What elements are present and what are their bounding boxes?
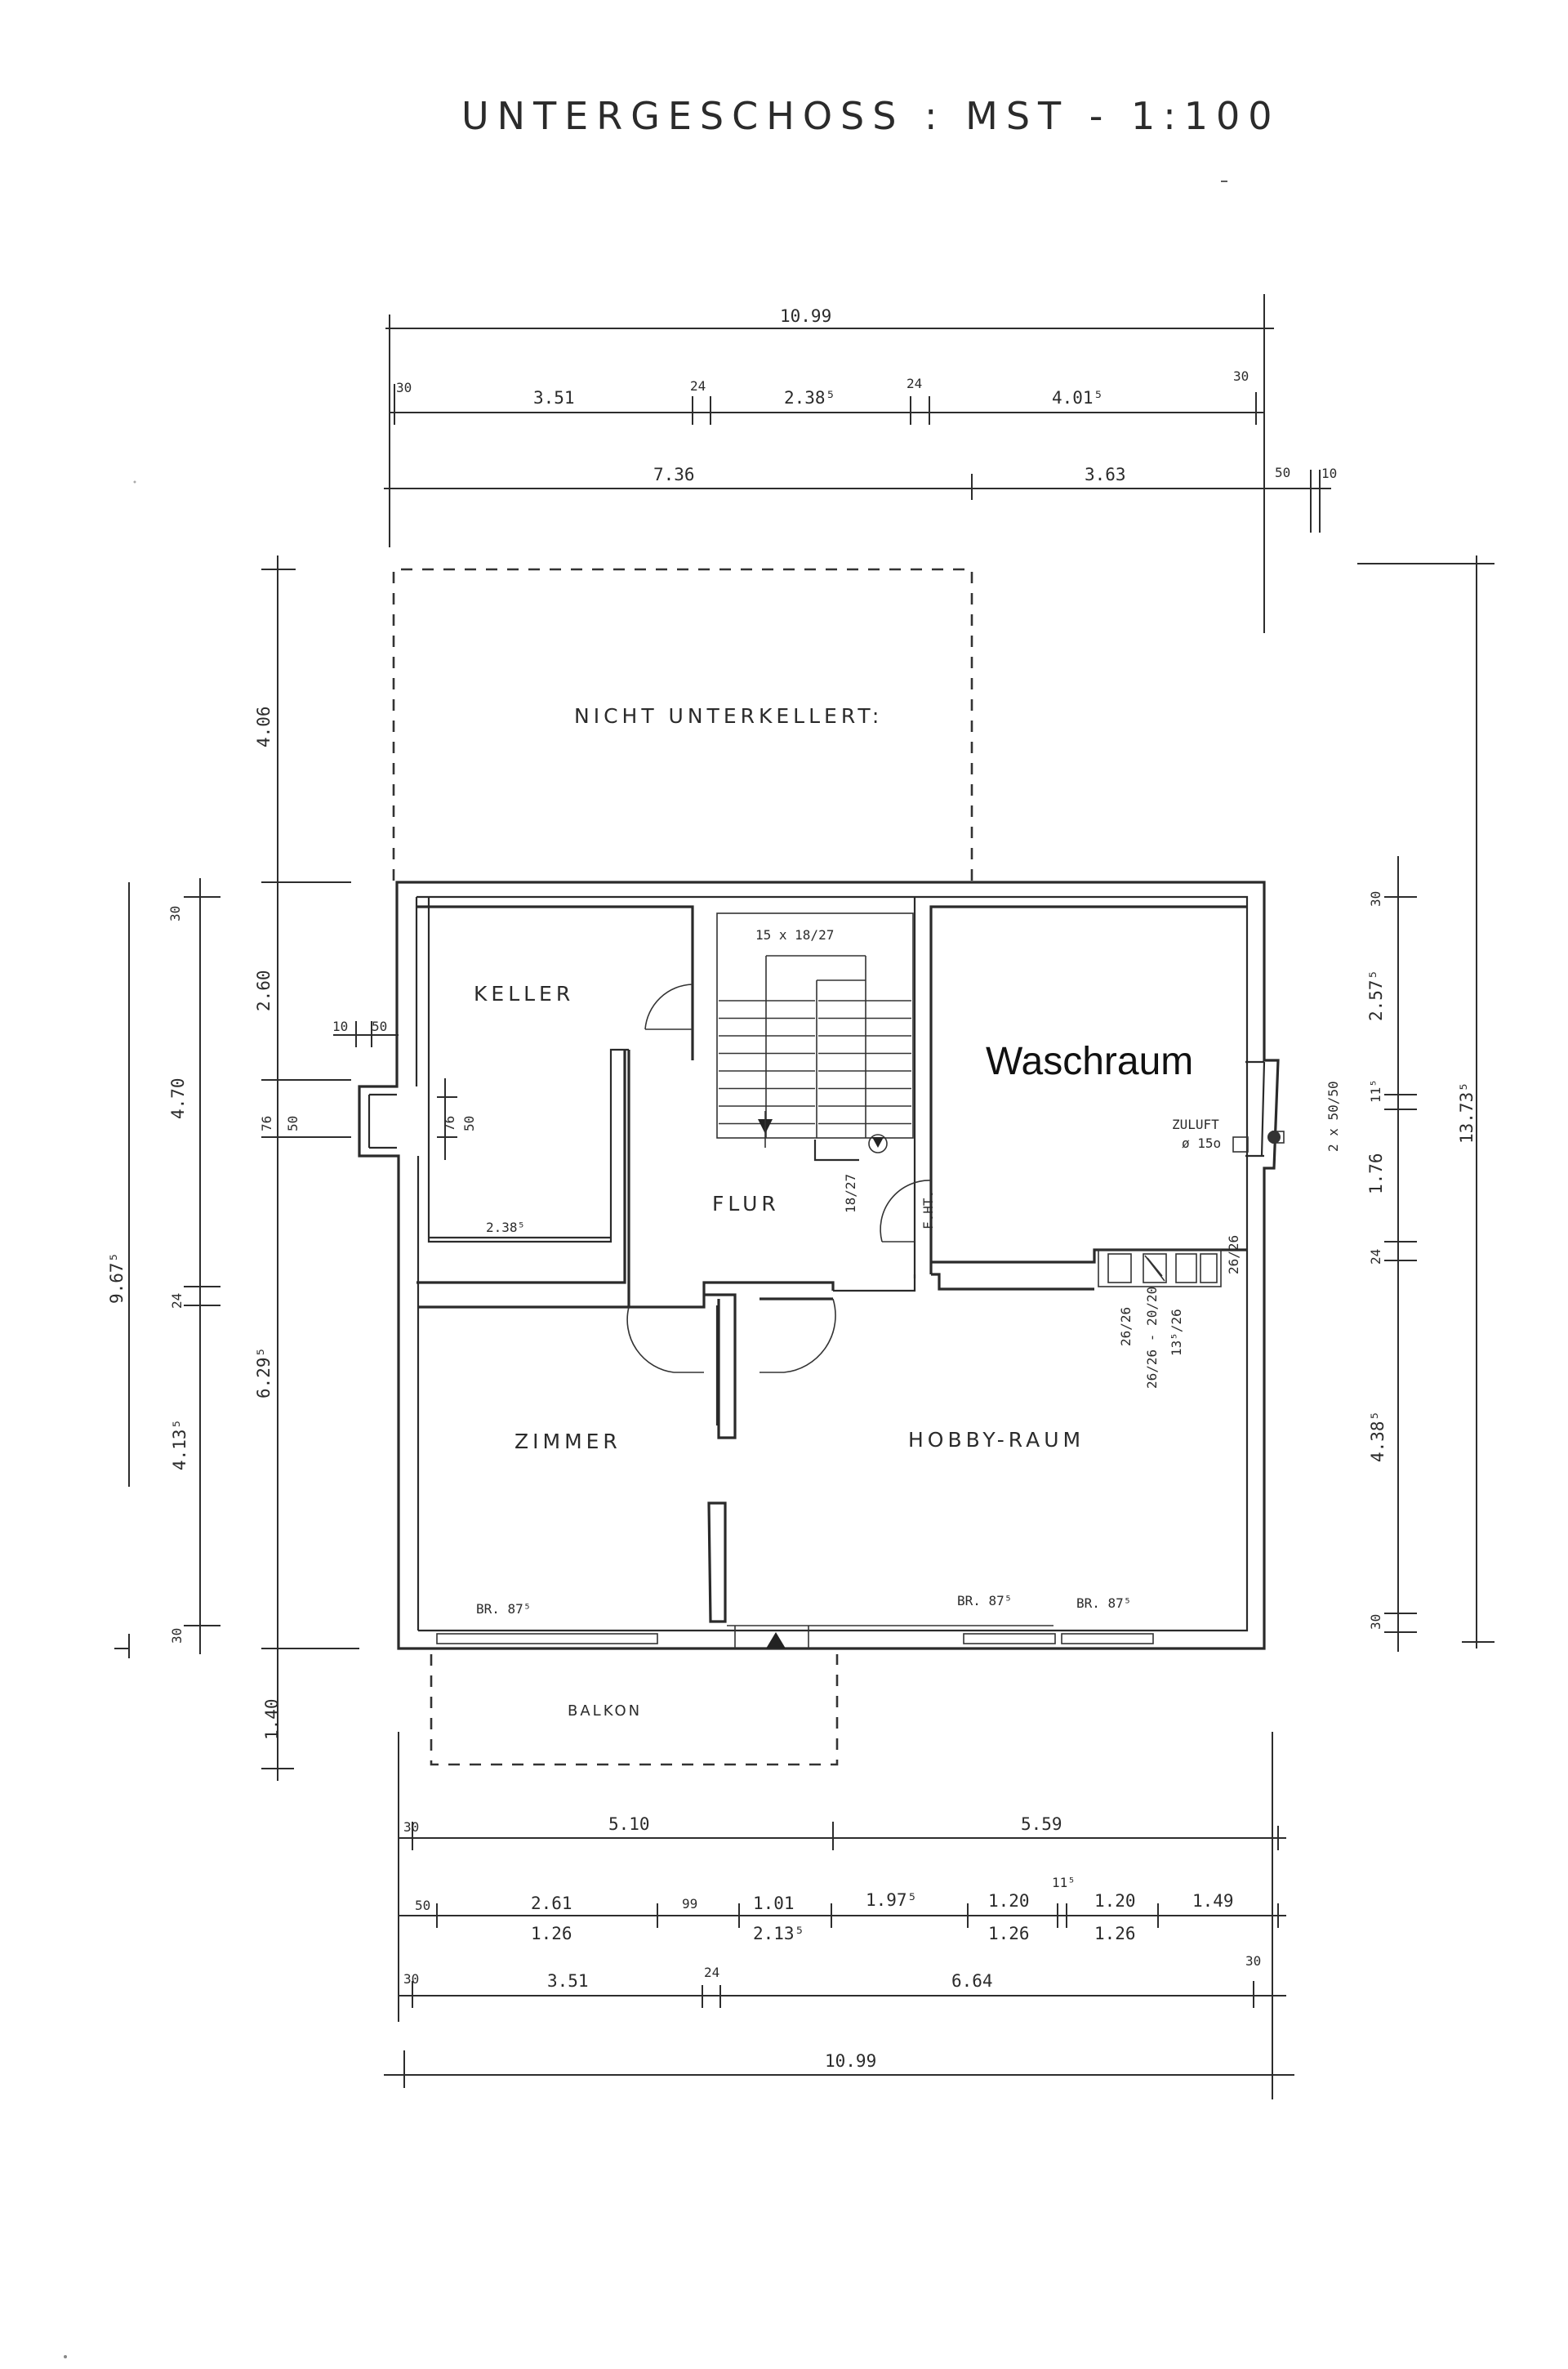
unexcavated-area: NICHT UNTERKELLERT: (392, 568, 973, 881)
dim-right-1-76: 1.76 (1366, 1153, 1386, 1194)
pillar-50-label: 50 (461, 1116, 477, 1131)
label-waschraum: Waschraum (986, 1040, 1193, 1083)
dim-bottom-r2-l: 1.26 (988, 1924, 1030, 1943)
dim-left-30a: 30 (167, 906, 183, 921)
dim-top-r1-g: 30 (1233, 368, 1249, 384)
building-walls: 76 50 2.38⁵ (358, 881, 1285, 1650)
dim-left-50-small: 50 (372, 1019, 387, 1034)
flue-label-1: 26/26 (1118, 1307, 1134, 1346)
dim-bottom-overall: 10.99 (825, 2051, 876, 2071)
dim-left-76: 76 (259, 1116, 274, 1131)
keller-width-label: 2.38⁵ (486, 1220, 525, 1235)
dim-left-4-13: 4.13⁵ (170, 1419, 189, 1470)
dim-bottom-r2-i: 1.49 (1192, 1891, 1234, 1911)
pillar-76-label: 76 (442, 1116, 457, 1131)
zuluft-label: ZULUFT (1172, 1117, 1219, 1132)
window-label-hobby-2: BR. 87⁵ (1076, 1595, 1131, 1611)
stair-treads (719, 1000, 911, 1125)
stair-arrow-2-head (872, 1137, 884, 1148)
dim-left-4-06: 4.06 (254, 706, 274, 747)
plan-title: UNTERGESCHOSS : MST - 1:100 (461, 94, 1281, 138)
window-label-zimmer: BR. 87⁵ (476, 1601, 531, 1617)
scan-speck (64, 2355, 67, 2358)
dim-bottom-r2-g: 11⁵ (1052, 1875, 1076, 1890)
dim-bottom-r2-c: 99 (682, 1896, 697, 1912)
label-flur: FLUR (712, 1192, 780, 1216)
dim-bottom-r2-j: 1.26 (531, 1924, 572, 1943)
scan-speck (133, 480, 136, 484)
chimney-flues: 26/26 26/26 - 20/20 13⁵/26 26/26 (1098, 1235, 1241, 1389)
window-label-hobby-1: BR. 87⁵ (957, 1593, 1012, 1608)
dim-bottom-r2-b: 2.61 (531, 1894, 572, 1913)
dim-top-r1-e: 24 (906, 376, 922, 391)
dim-bottom-r1-c: 5.59 (1021, 1814, 1062, 1834)
stair-arrow-2 (868, 1134, 888, 1153)
dim-top-overall: 10.99 (780, 306, 831, 326)
dim-bottom-r3-e: 30 (1245, 1953, 1261, 1969)
dim-top-r2-d: 10 (1321, 466, 1337, 481)
dim-bottom-r2-f: 1.20 (988, 1891, 1030, 1911)
dim-top-r2-b: 3.63 (1085, 465, 1126, 484)
dim-bottom-r3-c: 24 (704, 1965, 719, 1980)
staircase (716, 912, 914, 1139)
dim-right-4-38: 4.38⁵ (1368, 1411, 1388, 1462)
flue-label-2: 26/26 - 20/20 (1144, 1287, 1160, 1389)
dim-bottom-r3-b: 3.51 (547, 1971, 589, 1991)
windows (436, 1625, 1154, 1648)
dim-left-6-29: 6.29⁵ (254, 1347, 274, 1399)
balcony: BALKON (430, 1654, 839, 1766)
dim-left-9-67: 9.67⁵ (107, 1252, 127, 1304)
dim-left-1-40: 1.40 (262, 1698, 282, 1740)
dimension-chain-top: 10.99 30 3.51 24 2.38⁵ 24 4.01⁵ 30 7.36 … (384, 294, 1337, 633)
dim-bottom-r2-a: 50 (415, 1898, 430, 1913)
dim-bottom-r2-e: 1.97⁵ (866, 1890, 917, 1910)
flue-label-right: 26/26 (1226, 1235, 1241, 1274)
dim-bottom-r1-b: 5.10 (608, 1814, 650, 1834)
dim-bottom-r2-d: 1.01 (753, 1894, 795, 1913)
label-balkon: BALKON (568, 1702, 642, 1720)
dim-left-10: 10 (332, 1019, 348, 1034)
dim-top-r2-c: 50 (1275, 465, 1290, 480)
dim-bottom-r2-m: 1.26 (1094, 1924, 1136, 1943)
label-nicht-unterkellert: NICHT UNTERKELLERT: (574, 704, 883, 728)
dim-bottom-r3-a: 30 (403, 1971, 419, 1987)
dim-left-30b: 30 (169, 1628, 185, 1644)
zuluft-box (1232, 1136, 1249, 1153)
dim-left-4-70: 4.70 (168, 1077, 188, 1119)
dim-right-24: 24 (1368, 1249, 1383, 1265)
dim-right-2-57: 2.57⁵ (1366, 970, 1386, 1021)
vent-label: 2 x 50/50 (1325, 1081, 1341, 1152)
dim-right-11: 11⁵ (1368, 1079, 1383, 1103)
dim-right-30a: 30 (1368, 891, 1383, 907)
dim-bottom-r2-h: 1.20 (1094, 1891, 1136, 1911)
dim-top-r2-a: 7.36 (653, 465, 695, 484)
dim-left-2-60: 2.60 (254, 970, 274, 1011)
flue-label-3: 13⁵/26 (1169, 1309, 1184, 1356)
dim-top-r1-a: 30 (396, 380, 412, 395)
dim-top-r1-d: 2.38⁵ (784, 388, 835, 408)
label-hobby-raum: HOBBY-RAUM (908, 1428, 1085, 1452)
dimension-chain-bottom: 30 5.10 5.59 50 2.61 99 1.01 1.97⁵ 1.20 … (384, 1732, 1294, 2099)
dim-bottom-r2-k: 2.13⁵ (753, 1924, 804, 1943)
stair-small-label: 18/27 (843, 1174, 858, 1213)
dim-top-r1-b: 3.51 (533, 388, 575, 408)
label-keller: KELLER (474, 982, 574, 1006)
stair-label: 15 x 18/27 (755, 927, 834, 943)
dimension-chain-left: 4.06 2.60 76 50 6.29⁵ 1.40 30 4.70 24 4.… (107, 555, 399, 1781)
dim-left-24: 24 (169, 1293, 185, 1309)
zuluft-diameter-label: ø 15o (1182, 1135, 1221, 1151)
dimension-chain-right: 13.73⁵ 30 2.57⁵ 11⁵ 1.76 24 4.38⁵ 30 (1357, 555, 1494, 1652)
label-zimmer: ZIMMER (514, 1430, 621, 1453)
dim-top-r1-c: 24 (690, 378, 706, 394)
dim-bottom-r1-a: 30 (403, 1819, 419, 1835)
vent-marker (1267, 1131, 1281, 1144)
fht-label: F.HT. (920, 1190, 936, 1229)
dim-right-13-73: 13.73⁵ (1457, 1082, 1477, 1144)
dim-bottom-r3-d: 6.64 (951, 1971, 993, 1991)
dim-left-50: 50 (285, 1116, 301, 1131)
dim-top-r1-f: 4.01⁵ (1052, 388, 1103, 408)
dim-right-30b: 30 (1368, 1614, 1383, 1630)
